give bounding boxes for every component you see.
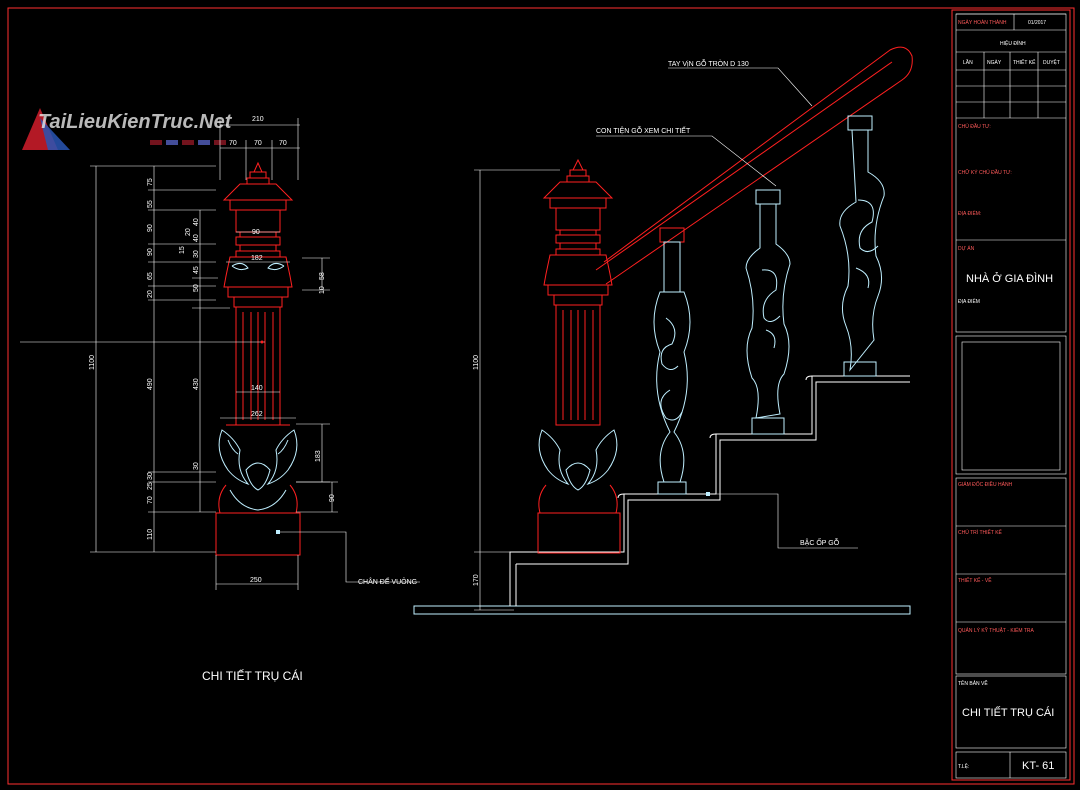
detail-post-title: CHI TIẾT TRỤ CÁI	[202, 668, 303, 683]
dim-left-30: 30	[147, 472, 154, 480]
dim-mid-40b: 40	[193, 234, 200, 242]
title-block-text: NGÀY HOÀN THÀNH 01/2017 HIỆU ĐÍNH LẦN NG…	[958, 19, 1060, 772]
dim-left-20: 20	[147, 290, 154, 298]
detail-post-dim-labels: 210 70 70 70 90 182 140 262 250 1100 75 …	[89, 116, 417, 683]
baluster-3	[839, 115, 885, 377]
dim-mid-430: 430	[193, 378, 200, 390]
title-block	[955, 13, 1067, 779]
dim-top-70b: 70	[254, 140, 262, 147]
dim-right-183: 183	[315, 450, 322, 462]
tb-project-location: ĐỊA ĐIỂM	[958, 298, 980, 305]
dim-left-55: 55	[147, 200, 154, 208]
detail-post	[215, 161, 301, 556]
step-label: BẬC ỐP GỖ	[800, 537, 840, 547]
dim-left-110: 110	[147, 529, 154, 540]
dim-right-90: 90	[329, 494, 336, 502]
dim-inner-140: 140	[251, 385, 263, 392]
handrail-label: TAY VịN GỖ TRÒN D 130	[668, 59, 749, 68]
tb-sheet-label: TÊN BẢN VẼ	[958, 679, 988, 687]
tb-investor-sign: CHỮ KÝ CHỦ ĐẦU TƯ:	[958, 169, 1012, 176]
dim-left-65: 65	[147, 272, 154, 280]
dim-left-25: 25	[147, 482, 154, 490]
stair-labels: 1100 170 TAY VịN GỖ TRÒN D 130 CON TIỆN …	[473, 59, 840, 586]
stair-base-height: 170	[473, 574, 480, 586]
tb-lead-designer: CHỦ TRÌ THIẾT KẾ	[958, 529, 1003, 536]
dim-left-90a: 90	[147, 224, 154, 232]
dim-right-58: 58	[319, 272, 326, 280]
tb-designer: THIẾT KẾ - VẼ	[958, 577, 992, 584]
dim-mid-50: 50	[193, 284, 200, 292]
tb-rev-col-1: LẦN	[963, 59, 973, 66]
dim-inner-262: 262	[251, 411, 263, 418]
tb-rev-col-2: NGÀY	[987, 59, 1002, 66]
dim-mid-30: 30	[193, 250, 200, 258]
handrail	[603, 46, 913, 285]
dim-mid-40a: 40	[193, 218, 200, 226]
watermark-logo: TaiLieuKienTruc.Net	[22, 108, 233, 150]
tb-project-label: DỰ ÁN	[958, 245, 975, 252]
tb-project-name: NHÀ Ở GIA ĐÌNH	[966, 272, 1053, 285]
tb-director: GIÁM ĐỐC ĐIỀU HÀNH	[958, 481, 1013, 488]
title-block-frame	[951, 9, 1071, 781]
tb-revision-header: HIỆU ĐÍNH	[1000, 39, 1026, 47]
tb-date-value: 01/2017	[1028, 20, 1046, 26]
dim-mid-30b: 30	[193, 462, 200, 470]
baluster-1	[653, 227, 691, 495]
base-label: CHÂN ĐẾ VUÔNG	[358, 576, 417, 586]
floor-slab	[413, 605, 911, 615]
dim-mid-20: 20	[185, 228, 192, 236]
dim-left-75: 75	[147, 178, 154, 186]
tb-sheet-no: KT- 61	[1022, 760, 1054, 772]
tb-date-label: NGÀY HOÀN THÀNH	[958, 19, 1007, 26]
tb-rev-col-3: THIẾT KẾ	[1013, 59, 1036, 66]
drawing-frame	[7, 7, 1075, 785]
stair-dimensions	[474, 67, 858, 611]
dim-total-1100: 1100	[89, 355, 96, 370]
baluster-2	[745, 189, 791, 435]
tb-qa: QUẢN LÝ KỸ THUẬT - KIỂM TRA	[958, 627, 1035, 634]
dim-mid-15: 15	[179, 246, 186, 254]
dim-mid-45: 45	[193, 266, 200, 274]
tb-location: ĐỊA ĐIỂM:	[958, 210, 981, 217]
dim-base-250: 250	[250, 577, 262, 584]
tb-rev-col-4: DUYỆT	[1043, 58, 1060, 66]
dim-right-10: 10	[319, 286, 326, 294]
tb-sheet-name: CHI TIẾT TRỤ CÁI	[962, 706, 1054, 719]
detail-post-dimensions	[20, 118, 420, 590]
tb-investor: CHỦ ĐẦU TƯ:	[958, 123, 991, 130]
dim-top-210: 210	[252, 116, 264, 123]
dim-top-70c: 70	[279, 140, 287, 147]
dim-inner-182: 182	[251, 255, 263, 262]
stair-height: 1100	[473, 355, 480, 370]
stair-elevation	[413, 46, 913, 615]
dim-top-70a: 70	[229, 140, 237, 147]
watermark-brand: TaiLieuKienTruc.Net	[38, 111, 233, 133]
baluster-label: CON TIỆN GỖ XEM CHI TIẾT	[596, 125, 691, 135]
dim-left-490: 490	[147, 378, 154, 390]
dim-left-70: 70	[147, 496, 154, 504]
tb-scale-label: T.LỆ:	[958, 762, 969, 770]
dim-left-90b: 90	[147, 248, 154, 256]
dim-inner-90: 90	[252, 229, 260, 236]
